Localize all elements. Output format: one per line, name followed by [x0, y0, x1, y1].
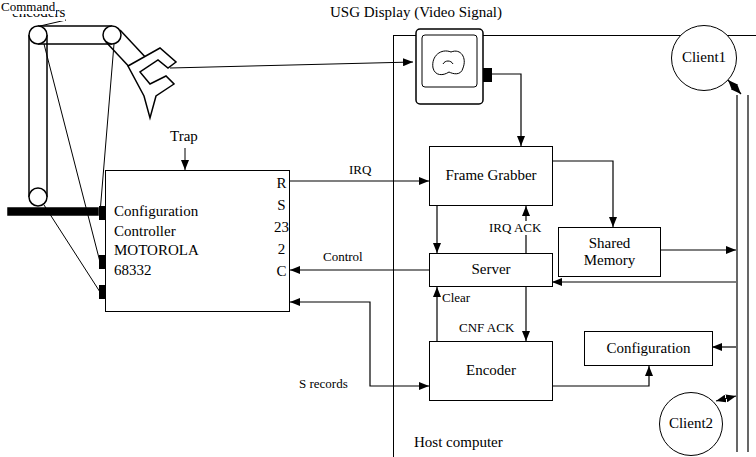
connector-arrow [290, 180, 429, 181]
encoder-wire [44, 205, 100, 292]
node-text: Frame Grabber [445, 167, 536, 184]
client-circle: Client2 [659, 392, 723, 456]
connector-arrow [525, 287, 526, 341]
node-text: Encoder [466, 362, 516, 379]
process-box: Server [429, 253, 553, 287]
arm-link [28, 35, 30, 197]
interface-label: RS232C [274, 172, 289, 282]
node-text: Configuration Controller MOTOROLA 68332 [114, 202, 226, 280]
edge-label: IRQ ACK [488, 221, 542, 235]
connector-arrow [492, 74, 521, 146]
edge-label: S records [298, 377, 349, 391]
connector-arrow [553, 161, 613, 227]
arm-link [38, 25, 112, 27]
encoder-joint [103, 26, 121, 44]
arm-link [38, 43, 112, 45]
connector-arrow [290, 302, 429, 386]
node-text: Client2 [669, 415, 713, 432]
node-text: Server [471, 261, 510, 278]
connector-arrow [553, 366, 649, 386]
signal-label: Trap [170, 128, 198, 145]
edge-label: Command [0, 0, 56, 14]
edge-label: IRQ [348, 163, 372, 177]
connector-arrow [436, 287, 437, 341]
controller-box: Configuration Controller MOTOROLA 68332 [105, 170, 290, 312]
monitor-case [416, 29, 483, 104]
node-text: USG Display (Video Signal) [330, 4, 502, 21]
node-text: Configuration [606, 340, 690, 357]
encoder-joint [29, 26, 47, 44]
edge-label: Control [322, 250, 364, 264]
monitor-outline [415, 28, 495, 106]
trap-arrow [185, 148, 186, 170]
bus-link [552, 281, 736, 282]
node-text: Shared Memory [566, 235, 653, 270]
process-box: Frame Grabber [429, 146, 553, 206]
bus-link [660, 249, 736, 250]
node-text: Host computer [414, 434, 503, 451]
bus-link [716, 396, 736, 401]
node-text: Client1 [682, 49, 726, 66]
display-monitor: USG Display (Video Signal) [330, 2, 525, 106]
connector-arrow [436, 206, 437, 253]
data-box: Configuration [584, 331, 713, 366]
arm-link [120, 30, 148, 60]
client-circle: Client1 [671, 25, 737, 91]
edge-label: Clear [441, 291, 477, 305]
connector-arrow [290, 269, 429, 270]
ultrasound-probe [128, 48, 176, 118]
encoder-wire [44, 44, 100, 262]
bus-link [728, 80, 741, 94]
edge-label: CNF ACK [458, 321, 515, 335]
bus-line [747, 95, 748, 452]
memory-box: Shared Memory [558, 227, 661, 277]
ultrasound-image [433, 51, 465, 75]
bus [552, 80, 748, 452]
probe-to-display-arrow [170, 62, 413, 68]
monitor-screen [422, 35, 477, 87]
encoder-joint [29, 188, 47, 206]
robot-base [8, 208, 98, 215]
video-connector [483, 68, 492, 82]
bus-link [712, 346, 736, 347]
process-box: Encoder [429, 341, 553, 401]
bus-line [736, 95, 737, 452]
